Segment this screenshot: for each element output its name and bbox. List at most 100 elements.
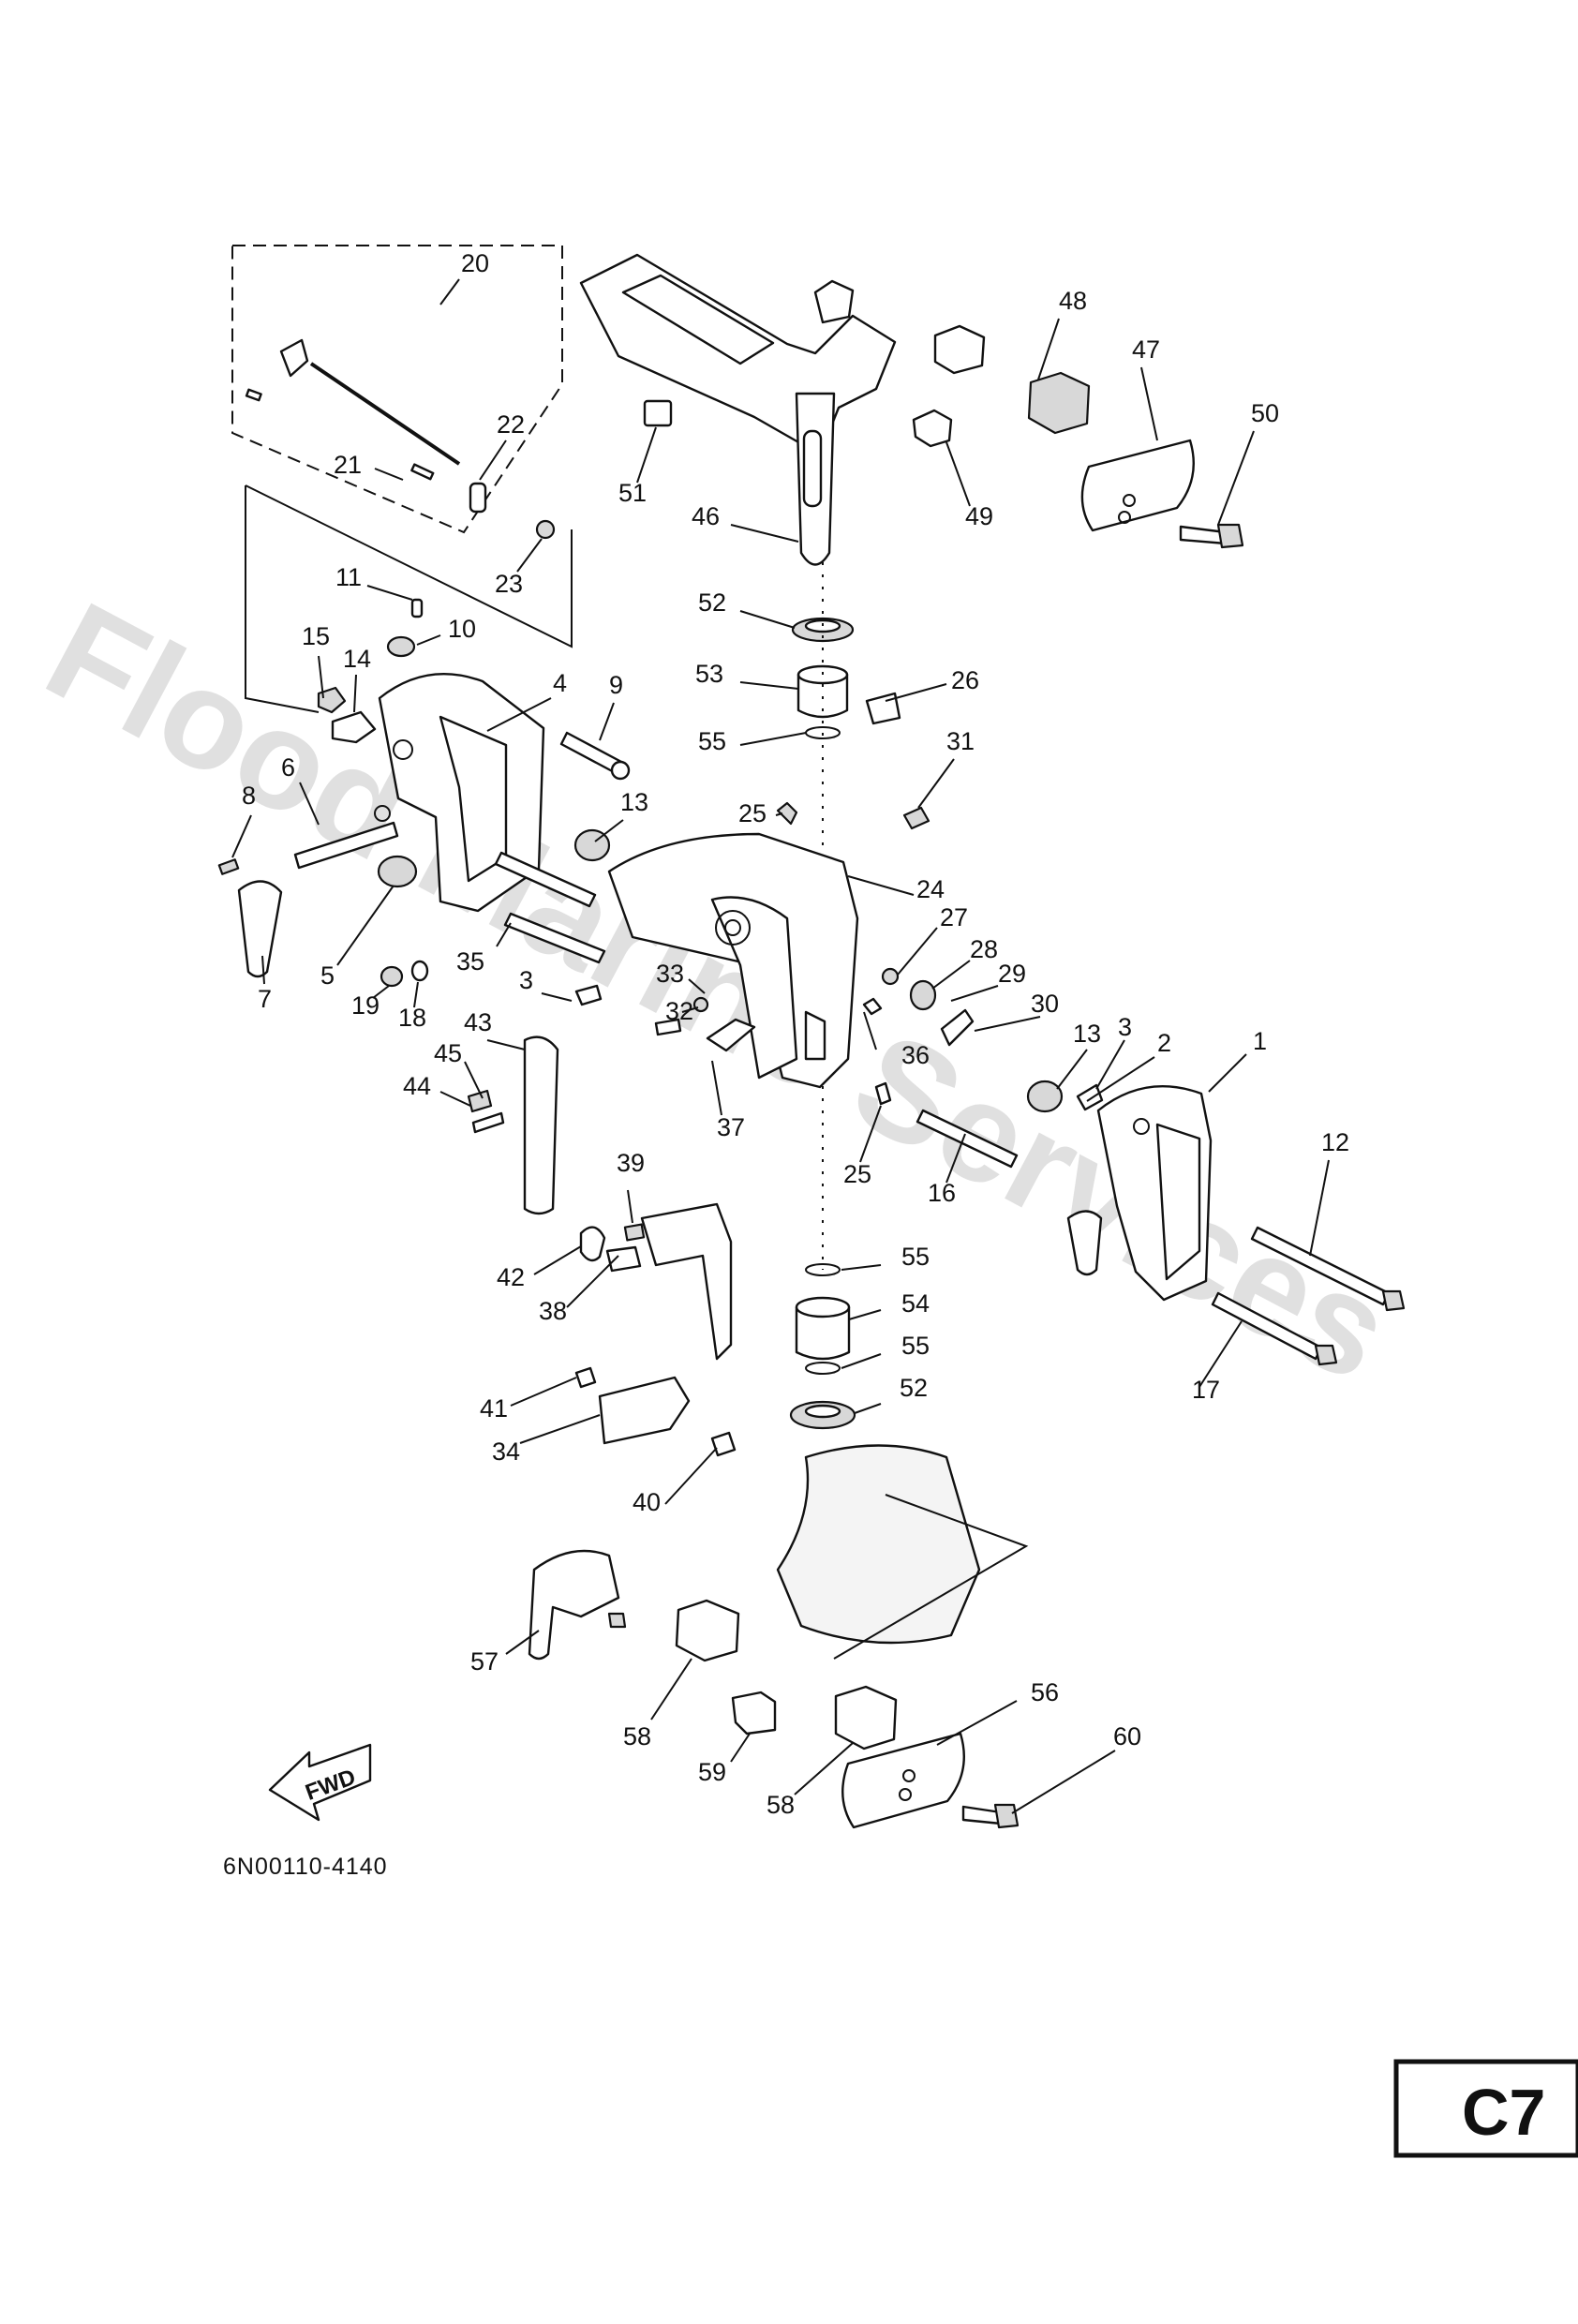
leader-line-6 xyxy=(299,782,320,826)
leader-line-11 xyxy=(366,585,413,601)
leader-line-19 xyxy=(372,985,390,999)
part-callout-34: 34 xyxy=(492,1438,520,1466)
clamp-bracket-right-1 xyxy=(1066,1083,1213,1302)
part-callout-8: 8 xyxy=(242,782,256,810)
caps-58-59 xyxy=(675,1599,898,1750)
leader-line-14 xyxy=(353,674,357,713)
leader-line-45 xyxy=(464,1061,484,1099)
leader-line-13 xyxy=(1056,1049,1088,1090)
part-callout-41: 41 xyxy=(480,1394,508,1423)
leader-line-54 xyxy=(848,1309,882,1320)
part-callout-36: 36 xyxy=(901,1041,930,1069)
leader-line-21 xyxy=(374,468,404,481)
callout-labels: 1233456789101112131314151617181920212223… xyxy=(231,249,1349,1819)
leader-line-38 xyxy=(566,1255,619,1308)
housing-leader xyxy=(833,1494,1029,1660)
part-callout-47: 47 xyxy=(1132,335,1160,364)
leader-line-27 xyxy=(897,927,938,976)
part-callout-39: 39 xyxy=(617,1149,645,1177)
pin-9 xyxy=(559,731,631,781)
leader-line-36 xyxy=(863,1011,877,1050)
part-callout-17: 17 xyxy=(1192,1376,1220,1404)
leader-line-58 xyxy=(794,1742,854,1795)
part-callout-18: 18 xyxy=(398,1004,426,1032)
part-callout-48: 48 xyxy=(1059,287,1087,315)
leader-line-23 xyxy=(516,538,543,573)
leader-line-24 xyxy=(847,875,915,896)
leader-line-25 xyxy=(859,1105,882,1163)
group-outline-left xyxy=(245,485,320,713)
part-callout-10: 10 xyxy=(448,615,476,643)
part-callout-26: 26 xyxy=(951,666,979,694)
tilt-lever-43 xyxy=(467,1035,559,1215)
leader-line-18 xyxy=(413,981,419,1008)
bolts-12-17 xyxy=(1211,1226,1406,1366)
leader-line-32 xyxy=(681,1006,699,1013)
part-callout-51: 51 xyxy=(618,479,647,507)
part-callout-38: 38 xyxy=(539,1297,567,1325)
part-callout-57: 57 xyxy=(470,1647,499,1676)
part-callout-13: 13 xyxy=(1073,1020,1101,1048)
bracket-parts-left xyxy=(217,598,429,988)
part-callout-14: 14 xyxy=(343,645,371,673)
leader-line-44 xyxy=(439,1091,471,1107)
leader-line-60 xyxy=(1011,1750,1116,1814)
part-callout-44: 44 xyxy=(403,1072,431,1100)
handle-57 xyxy=(528,1549,627,1661)
leader-line-16 xyxy=(945,1133,966,1184)
bushings-lower xyxy=(789,1263,856,1430)
part-callout-50: 50 xyxy=(1251,399,1279,427)
part-callout-19: 19 xyxy=(351,991,380,1020)
leader-line-39 xyxy=(627,1189,633,1224)
kit-pin-parts xyxy=(245,338,556,540)
part-callout-27: 27 xyxy=(940,903,968,931)
fwd-direction-arrow: FWD xyxy=(268,1743,372,1822)
part-callout-21: 21 xyxy=(334,451,362,479)
leader-line-29 xyxy=(950,985,999,1002)
tilt-stopper-34 xyxy=(574,1366,737,1457)
leader-line-25 xyxy=(775,812,783,816)
leader-line-3 xyxy=(541,992,573,1002)
leader-line-56 xyxy=(936,1700,1018,1746)
leader-line-8 xyxy=(231,814,252,858)
leader-line-43 xyxy=(486,1039,526,1050)
pin-16 xyxy=(916,1109,1019,1169)
part-callout-52: 52 xyxy=(900,1374,928,1402)
leader-line-12 xyxy=(1309,1159,1330,1257)
part-callout-43: 43 xyxy=(464,1008,492,1036)
leader-line-22 xyxy=(479,439,507,481)
page-badge: C7 xyxy=(1462,2076,1545,2149)
tilt-bracket-38 xyxy=(579,1202,733,1361)
part-callout-9: 9 xyxy=(609,671,623,699)
part-callout-24: 24 xyxy=(916,875,945,903)
part-callout-35: 35 xyxy=(456,947,484,976)
page-badge-box xyxy=(1393,2059,1578,2158)
leader-line-55 xyxy=(841,1353,882,1369)
leader-line-58 xyxy=(650,1658,692,1721)
part-callout-32: 32 xyxy=(665,997,693,1025)
part-callout-46: 46 xyxy=(692,502,720,530)
part-callout-3: 3 xyxy=(1118,1013,1132,1041)
part-callout-16: 16 xyxy=(928,1179,956,1207)
part-callout-1: 1 xyxy=(1253,1027,1267,1055)
leader-line-17 xyxy=(1198,1320,1243,1388)
part-callout-30: 30 xyxy=(1031,990,1059,1018)
leader-line-53 xyxy=(739,681,799,690)
clip-49 xyxy=(912,409,953,448)
leader-line-52 xyxy=(739,610,796,629)
part-callout-29: 29 xyxy=(998,960,1026,988)
bolt-60 xyxy=(961,1803,1020,1829)
leader-line-1 xyxy=(1208,1053,1247,1093)
part-callout-25: 25 xyxy=(843,1160,871,1188)
part-callout-31: 31 xyxy=(946,727,975,755)
part-callout-23: 23 xyxy=(495,570,523,598)
part-callout-4: 4 xyxy=(553,669,567,697)
part-callout-60: 60 xyxy=(1113,1722,1141,1750)
leader-line-40 xyxy=(664,1447,718,1505)
lower-housing-outline xyxy=(776,1444,981,1645)
part-callout-11: 11 xyxy=(335,563,362,591)
part-callout-7: 7 xyxy=(258,985,272,1013)
part-callout-22: 22 xyxy=(497,410,525,439)
leader-line-30 xyxy=(974,1016,1041,1032)
